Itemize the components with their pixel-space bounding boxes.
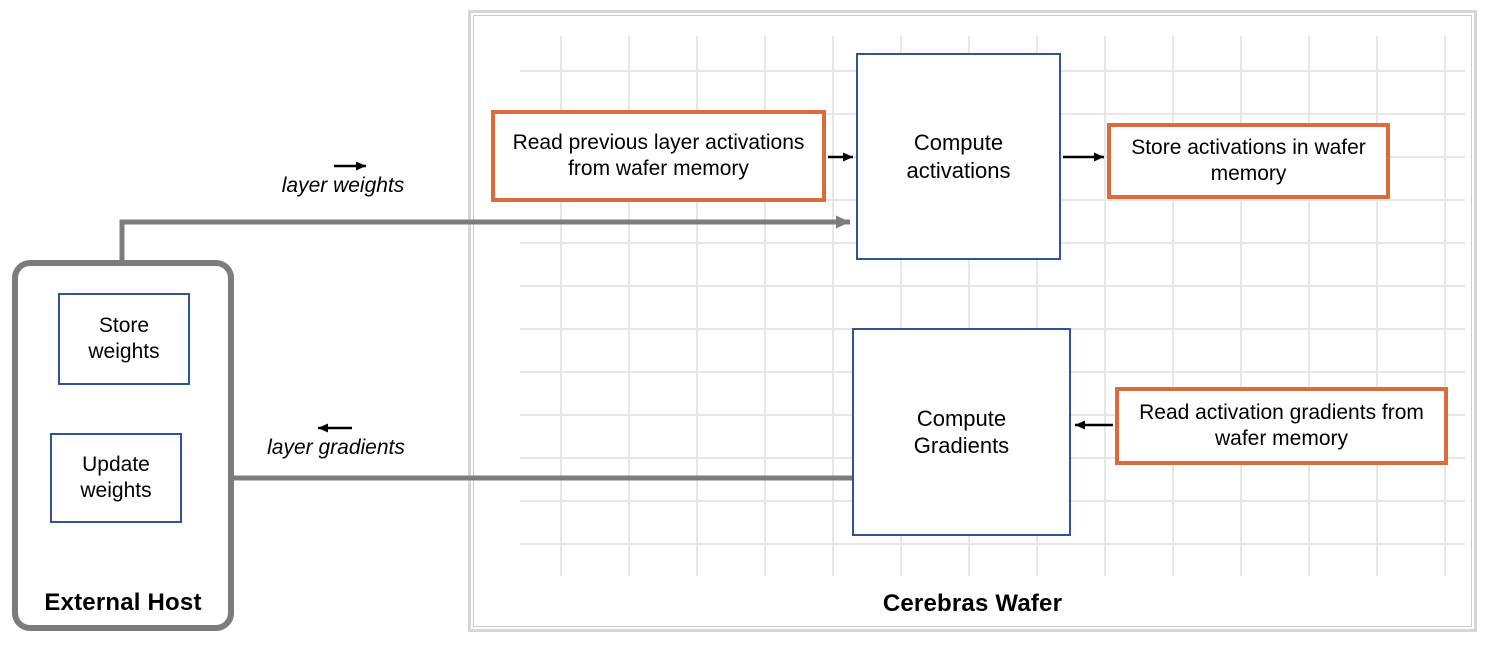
read-previous-activations-box: Read previous layer activations from waf… — [491, 110, 826, 202]
compute-activations-label: Compute activations — [906, 130, 1011, 183]
store-weights-label: Store weights — [88, 313, 160, 363]
layer-weights-label: layer weights — [281, 174, 405, 197]
read-activation-gradients-label: Read activation gradients from wafer mem… — [1139, 400, 1424, 450]
update-weights-label: Update weights — [80, 452, 152, 502]
compute-activations-box: Compute activations — [856, 53, 1061, 260]
compute-gradients-box: Compute Gradients — [852, 328, 1071, 536]
cerebras-wafer-title: Cerebras Wafer — [882, 590, 1063, 617]
read-activation-gradients-box: Read activation gradients from wafer mem… — [1115, 387, 1448, 465]
store-activations-label: Store activations in wafer memory — [1131, 135, 1366, 185]
update-weights-box: Update weights — [50, 433, 182, 523]
external-host-panel: Store weights Update weights External Ho… — [12, 260, 234, 631]
compute-gradients-label: Compute Gradients — [913, 405, 1010, 459]
read-previous-activations-label: Read previous layer activations from waf… — [512, 130, 805, 180]
store-activations-box: Store activations in wafer memory — [1107, 123, 1390, 199]
layer-gradients-label: layer gradients — [267, 436, 405, 459]
external-host-title: External Host — [44, 589, 202, 616]
store-weights-box: Store weights — [58, 293, 190, 385]
